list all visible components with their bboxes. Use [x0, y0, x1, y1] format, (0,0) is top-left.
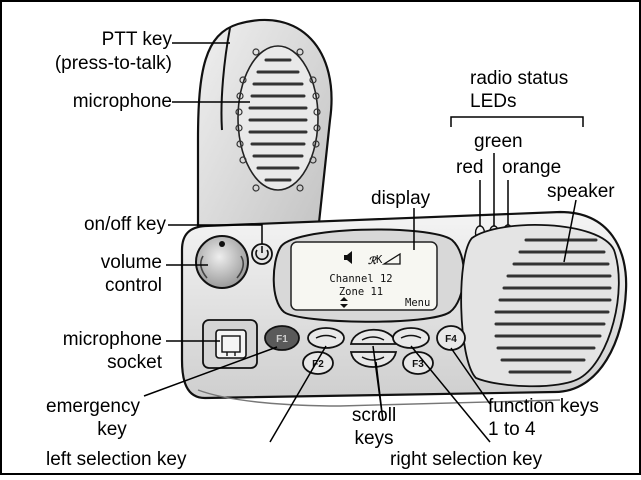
- label-function-keys-sub: 1 to 4: [488, 419, 536, 440]
- speaker-grille: [460, 224, 620, 388]
- label-radio-status: radio status: [470, 68, 568, 89]
- label-red: red: [456, 157, 483, 178]
- signal-strength-icon: ℛ K: [368, 252, 401, 267]
- leader-emergency: [143, 346, 278, 397]
- label-ptt-key: PTT key: [102, 29, 173, 50]
- label-emergency: emergency: [46, 396, 140, 417]
- function-key-f4[interactable]: F4: [436, 325, 466, 351]
- microphone-socket: [202, 319, 258, 369]
- label-orange: orange: [502, 157, 561, 178]
- leader-left-selection: [269, 345, 327, 443]
- leader-scroll: [372, 345, 384, 422]
- label-right-selection-key: right selection key: [390, 449, 543, 470]
- label-scroll-sub: keys: [354, 428, 393, 449]
- mic-grille: [237, 45, 319, 191]
- screen-channel: Channel 12: [329, 273, 392, 285]
- right-selection-key[interactable]: [392, 327, 430, 349]
- screen-softkey-menu: Menu: [405, 297, 430, 309]
- f2-label: F2: [312, 359, 324, 370]
- label-left-selection-key: left selection key: [46, 449, 187, 470]
- label-display: display: [371, 188, 431, 209]
- volume-knob[interactable]: [195, 235, 249, 289]
- label-microphone: microphone: [73, 91, 172, 112]
- ptt-key-edge: [220, 27, 231, 131]
- label-mic-socket-sub: socket: [107, 352, 163, 373]
- label-green: green: [474, 131, 523, 152]
- leader-right-selection: [410, 345, 491, 443]
- f1-label: F1: [276, 334, 288, 345]
- leader-lines: [143, 42, 584, 443]
- label-volume-sub: control: [105, 275, 162, 296]
- label-speaker: speaker: [547, 181, 615, 202]
- leader-speaker: [563, 199, 577, 263]
- label-on-off-key: on/off key: [84, 214, 167, 235]
- scroll-arrows-icon: [340, 297, 348, 308]
- label-radio-status-sub: LEDs: [470, 91, 516, 112]
- emergency-key-f1[interactable]: F1: [264, 325, 300, 351]
- lcd-screen: ℛ K Channel 12 Zone 11 Menu: [290, 241, 438, 311]
- mic-grille-holes: [235, 48, 321, 192]
- label-mic-socket: microphone: [63, 329, 162, 350]
- svg-text:ℛ: ℛ: [368, 255, 377, 267]
- svg-text:K: K: [376, 254, 383, 266]
- label-function-keys: function keys: [488, 396, 599, 417]
- left-selection-key[interactable]: [307, 327, 345, 349]
- f3-label: F3: [412, 359, 424, 370]
- volume-status-icon: [344, 251, 352, 264]
- function-key-f3[interactable]: F3: [402, 351, 434, 375]
- screen-zone: Zone 11: [339, 286, 383, 298]
- leader-function-keys: [450, 347, 491, 405]
- on-off-key[interactable]: [251, 243, 273, 265]
- f4-label: F4: [445, 334, 457, 345]
- function-key-f2[interactable]: F2: [302, 351, 334, 375]
- mic-grille-slots: [248, 58, 308, 182]
- label-emergency-sub: key: [97, 419, 127, 440]
- label-ptt-key-sub: (press-to-talk): [55, 53, 172, 74]
- label-volume: volume: [101, 252, 162, 273]
- label-scroll: scroll: [352, 405, 396, 426]
- bracket-status-leds: [450, 116, 584, 127]
- leader-on-off: [168, 224, 263, 244]
